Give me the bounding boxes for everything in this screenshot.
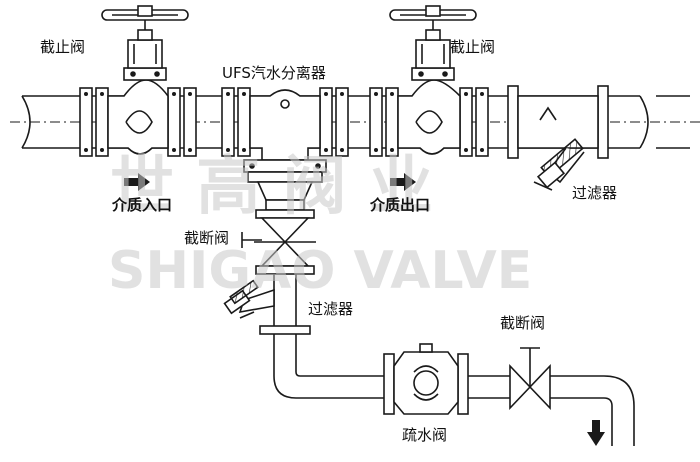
watermark: 世 高 阀 业 SHIGAO VALVE — [108, 150, 532, 301]
main-flanges — [79, 85, 609, 159]
ufs-separator — [243, 89, 327, 211]
flow-arrow-in-icon — [124, 173, 150, 191]
watermark-en: SHIGAO VALVE — [108, 241, 532, 301]
flange-bolts — [84, 92, 484, 152]
label-strainer-lower: 过滤器 — [308, 300, 353, 318]
flow-arrow-out-icon — [390, 173, 416, 191]
handwheel-right-icon — [389, 5, 477, 21]
strainer-right — [517, 95, 599, 191]
label-medium-out: 介质出口 — [369, 196, 430, 214]
label-stop-valve-right: 截止阀 — [450, 38, 495, 56]
handwheel-left-icon — [101, 5, 189, 21]
drain-valve — [393, 343, 459, 415]
shutoff-valve-vertical — [241, 209, 316, 275]
labels: 截止阀 截止阀 UFS汽水分离器 介质入口 介质出口 过滤器 截断阀 过滤器 截… — [40, 38, 617, 444]
label-separator: UFS汽水分离器 — [222, 64, 326, 82]
stop-valve-left — [107, 14, 169, 155]
label-drain-valve: 疏水阀 — [402, 426, 447, 444]
shutoff-valve-bottom — [509, 347, 551, 410]
label-shutoff-bottom: 截断阀 — [500, 314, 545, 332]
drain-line — [259, 325, 635, 446]
label-shutoff-vertical: 截断阀 — [184, 229, 229, 247]
label-strainer-right: 过滤器 — [572, 184, 617, 202]
label-medium-in: 介质入口 — [111, 196, 172, 214]
stop-valve-right — [397, 14, 461, 155]
label-stop-valve-left: 截止阀 — [40, 38, 85, 56]
watermark-cn: 世 高 阀 业 — [110, 150, 433, 224]
strainer-lower — [223, 279, 275, 319]
drain-down-arrow-icon — [587, 420, 605, 446]
